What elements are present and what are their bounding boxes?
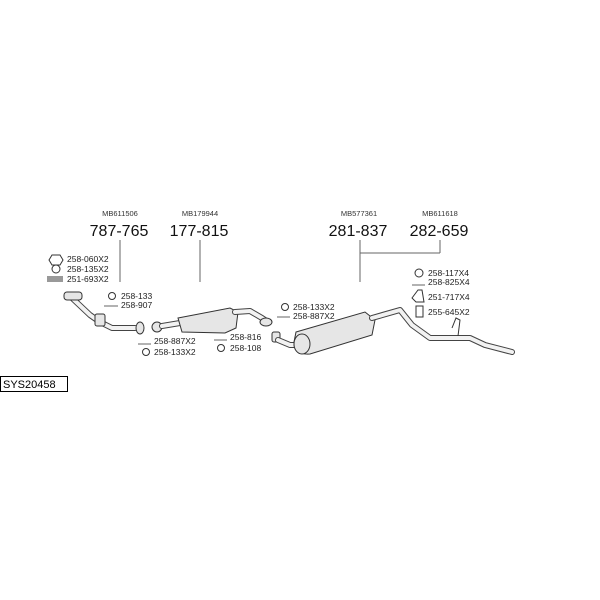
part-label: 258-887X2 [154, 336, 196, 346]
fitting-258-117X4[interactable]: 258-117X4 [414, 268, 469, 278]
fitting-251-693X2[interactable]: 251-693X2 [47, 274, 109, 284]
part-label: 258-108 [230, 343, 261, 353]
part-label: 251-717X4 [428, 292, 470, 302]
part-label: 258-887X2 [293, 311, 335, 321]
oem-number: MB179944 [182, 209, 218, 218]
gasket-icon [108, 292, 116, 300]
ring-icon [51, 264, 61, 274]
diagram-id-box: SYS20458 [0, 376, 68, 392]
catalyst-pipe [151, 307, 273, 334]
hanger-icon [411, 289, 425, 303]
spring-icon [47, 276, 63, 282]
part-number: 281-837 [329, 223, 388, 240]
fitting-258-907[interactable]: 258-907 [104, 300, 152, 310]
fitting-251-717X4[interactable]: 251-717X4 [411, 289, 470, 303]
fitting-258-135X2[interactable]: 258-135X2 [51, 264, 109, 274]
oem-number: MB611506 [102, 209, 138, 218]
part-label: 258-060X2 [67, 254, 109, 264]
bracket-icon [415, 305, 424, 318]
muffler-pipe [271, 307, 515, 355]
fitting-258-887X2[interactable]: 258-887X2 [138, 336, 196, 346]
oem-number: MB577361 [341, 209, 377, 218]
ring-icon [217, 344, 225, 352]
nut-icon [48, 254, 64, 266]
part-label: 258-133 [121, 291, 152, 301]
part-label: 258-135X2 [67, 264, 109, 274]
fitting-258-060X2[interactable]: 258-060X2 [48, 254, 109, 266]
part-number: 282-659 [410, 223, 469, 240]
part-label: 258-825X4 [428, 277, 470, 287]
assembly-787-765[interactable]: MB611506 787-765 [90, 209, 149, 282]
gasket-icon [281, 303, 289, 311]
part-label: 258-117X4 [428, 268, 469, 278]
part-label: 258-133X2 [154, 347, 196, 357]
fitting-258-816[interactable]: 258-816 [214, 332, 261, 342]
diagram-id: SYS20458 [3, 379, 56, 391]
fitting-258-887X2-rear[interactable]: 258-887X2 [277, 311, 335, 321]
assembly-177-815[interactable]: MB179944 177-815 [170, 209, 229, 282]
part-label: 258-133X2 [293, 302, 335, 312]
fitting-258-825X4[interactable]: 258-825X4 [412, 277, 470, 287]
oem-number: MB611618 [422, 209, 458, 218]
part-label: 258-907 [121, 300, 152, 310]
fitting-258-108[interactable]: 258-108 [217, 343, 262, 353]
part-label: 251-693X2 [67, 274, 109, 284]
front-pipe [63, 291, 145, 335]
ring-icon [414, 268, 424, 278]
part-label: 258-816 [230, 332, 261, 342]
gasket-icon [142, 348, 150, 356]
assembly-282-659[interactable]: MB611618 282-659 [410, 209, 469, 253]
fitting-255-645X2[interactable]: 255-645X2 [415, 305, 470, 318]
fitting-258-133X2[interactable]: 258-133X2 [142, 347, 196, 357]
fitting-258-133X2-rear[interactable]: 258-133X2 [281, 302, 335, 312]
part-number: 177-815 [170, 223, 229, 240]
part-label: 255-645X2 [428, 307, 470, 317]
part-number: 787-765 [90, 223, 149, 240]
assembly-281-837[interactable]: MB577361 281-837 [329, 209, 440, 282]
fitting-258-133[interactable]: 258-133 [108, 291, 153, 301]
